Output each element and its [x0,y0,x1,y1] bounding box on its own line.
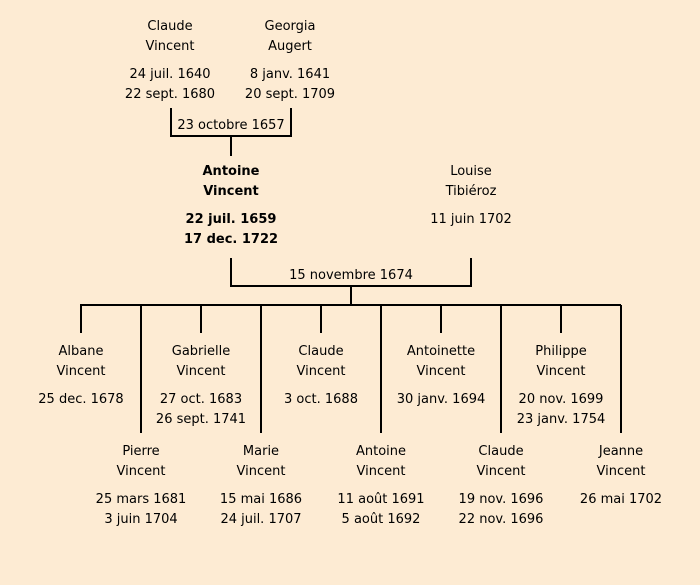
child-card[interactable]: Claude Vincent 3 oct. 1688 [251,342,391,410]
person-dates: 20 nov. 1699 23 janv. 1754 [491,390,631,430]
birth-date: 8 janv. 1641 [249,67,331,82]
person-first-name: Claude [147,19,193,34]
birth-date: 22 juil. 1659 [185,212,277,227]
birth-date: 25 dec. 1678 [38,392,124,407]
child-card[interactable]: Pierre Vincent 25 mars 1681 3 juin 1704 [71,442,211,530]
birth-date: 30 janv. 1694 [396,392,486,407]
birth-date: 15 mai 1686 [219,492,303,507]
person-first-name: Antoinette [406,344,476,359]
person-last-name: Vincent [145,39,195,54]
person-first-name: Claude [298,344,344,359]
child-card[interactable]: Philippe Vincent 20 nov. 1699 23 janv. 1… [491,342,631,430]
person-card-subject[interactable]: Antoine Vincent 22 juil. 1659 17 dec. 17… [161,162,301,250]
person-first-name: Louise [450,164,492,179]
person-first-name: Antoine [355,444,407,459]
person-dates: 25 mars 1681 3 juin 1704 [71,490,211,530]
child-card[interactable]: Antoine Vincent 11 août 1691 5 août 1692 [311,442,451,530]
child-card[interactable]: Marie Vincent 15 mai 1686 24 juil. 1707 [191,442,331,530]
person-first-name: Philippe [535,344,587,359]
child-card[interactable]: Jeanne Vincent 26 mai 1702 [551,442,691,510]
person-first-name: Jeanne [598,444,644,459]
death-date: 5 août 1692 [341,512,421,527]
birth-date: 11 août 1691 [337,492,425,507]
person-dates: 11 août 1691 5 août 1692 [311,490,451,530]
person-first-name: Antoine [202,164,260,179]
death-date: 3 juin 1704 [104,512,178,527]
person-dates: 26 mai 1702 [551,490,691,510]
person-dates: 11 juin 1702 [401,210,541,230]
person-dates: 19 nov. 1696 22 nov. 1696 [431,490,571,530]
birth-date: 27 oct. 1683 [159,392,243,407]
child-card[interactable]: Claude Vincent 19 nov. 1696 22 nov. 1696 [431,442,571,530]
person-dates: 3 oct. 1688 [251,390,391,410]
person-last-name: Vincent [596,464,646,479]
birth-date: 20 nov. 1699 [518,392,604,407]
birth-date: 24 juil. 1640 [129,67,211,82]
death-date: 20 sept. 1709 [244,87,336,102]
death-date: 22 sept. 1680 [124,87,216,102]
person-last-name: Vincent [356,464,406,479]
person-first-name: Claude [478,444,524,459]
birth-date: 19 nov. 1696 [458,492,544,507]
person-dates: 15 mai 1686 24 juil. 1707 [191,490,331,530]
death-date: 24 juil. 1707 [220,512,302,527]
birth-date: 11 juin 1702 [430,212,512,227]
person-last-name: Vincent [416,364,466,379]
person-first-name: Albane [58,344,104,359]
person-last-name: Vincent [236,464,286,479]
child-card[interactable]: Gabrielle Vincent 27 oct. 1683 26 sept. … [131,342,271,430]
person-last-name: Vincent [536,364,586,379]
person-dates: 8 janv. 1641 20 sept. 1709 [220,65,360,105]
child-card[interactable]: Albane Vincent 25 dec. 1678 [11,342,151,410]
person-card-father[interactable]: Claude Vincent 24 juil. 1640 22 sept. 16… [100,17,240,105]
child-card[interactable]: Antoinette Vincent 30 janv. 1694 [371,342,511,410]
person-last-name: Vincent [56,364,106,379]
marriage-date: 15 novembre 1674 [289,268,413,283]
person-first-name: Pierre [122,444,160,459]
birth-date: 3 oct. 1688 [284,392,358,407]
person-first-name: Marie [242,444,280,459]
death-date: 26 sept. 1741 [155,412,247,427]
birth-date: 26 mai 1702 [579,492,663,507]
person-dates: 27 oct. 1683 26 sept. 1741 [131,390,271,430]
person-dates: 22 juil. 1659 17 dec. 1722 [161,210,301,250]
person-dates: 24 juil. 1640 22 sept. 1680 [100,65,240,105]
death-date: 22 nov. 1696 [458,512,544,527]
person-first-name: Gabrielle [171,344,231,359]
person-last-name: Augert [268,39,312,54]
person-first-name: Georgia [264,19,316,34]
person-card-spouse[interactable]: Louise Tibiéroz 11 juin 1702 [401,162,541,230]
person-last-name: Vincent [176,364,226,379]
death-date: 17 dec. 1722 [183,232,279,247]
person-last-name: Vincent [116,464,166,479]
person-dates: 30 janv. 1694 [371,390,511,410]
person-last-name: Vincent [296,364,346,379]
parents-marriage-date: 23 octobre 1657 [177,118,285,133]
person-dates: 25 dec. 1678 [11,390,151,410]
person-card-mother[interactable]: Georgia Augert 8 janv. 1641 20 sept. 170… [220,17,360,105]
person-last-name: Tibiéroz [445,184,497,199]
birth-date: 25 mars 1681 [95,492,187,507]
death-date: 23 janv. 1754 [516,412,606,427]
person-last-name: Vincent [476,464,526,479]
person-last-name: Vincent [203,184,259,199]
